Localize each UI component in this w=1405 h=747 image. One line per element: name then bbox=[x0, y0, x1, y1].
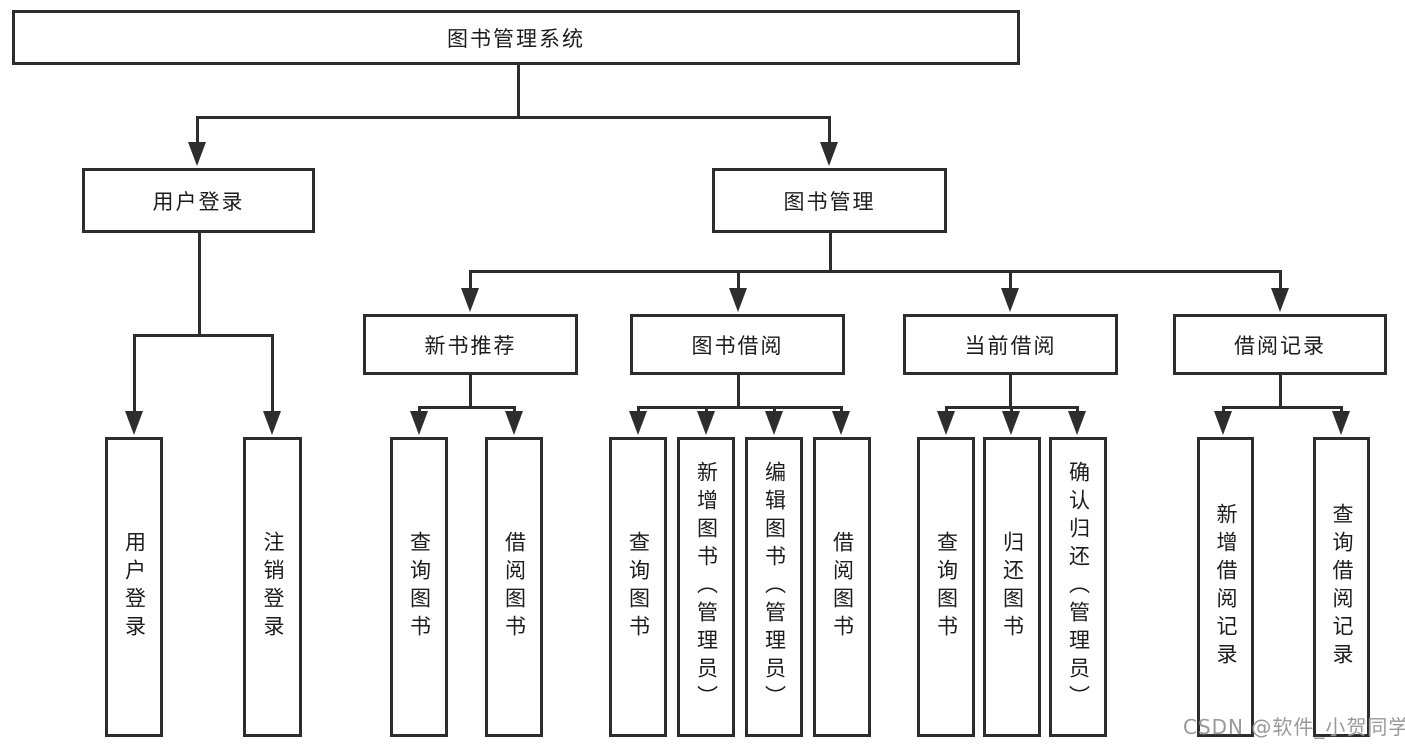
connector-drop-user-login bbox=[196, 116, 199, 146]
connector-section-stub bbox=[1009, 375, 1012, 407]
arrow-down-icon bbox=[1002, 411, 1020, 435]
leaf-return-books: 归还图书 bbox=[983, 437, 1041, 737]
arrow-down-icon bbox=[505, 411, 523, 435]
connector-leaf-stub bbox=[840, 406, 843, 414]
leaf-logout-login: 注销登录 bbox=[243, 437, 302, 737]
connector-root-stub bbox=[517, 65, 520, 116]
csdn-watermark: CSDN @软件_小贺同学 bbox=[1183, 715, 1405, 739]
connector-leaf-stub bbox=[1340, 406, 1343, 414]
leaf-borrow-books-recommend: 借阅图书 bbox=[485, 437, 543, 737]
connector-section-stub bbox=[737, 375, 740, 407]
connector-leaf-stub bbox=[1076, 406, 1079, 414]
arrow-down-icon bbox=[1271, 288, 1289, 312]
arrow-down-icon bbox=[629, 411, 647, 435]
connector-drop-book-borrowing bbox=[737, 270, 740, 292]
arrow-down-icon bbox=[1068, 411, 1086, 435]
connector-login-stub bbox=[198, 233, 201, 334]
leaf-add-borrow-record: 新增借阅记录 bbox=[1197, 437, 1254, 737]
arrow-down-icon bbox=[1332, 411, 1350, 435]
arrow-down-icon bbox=[1001, 288, 1019, 312]
node-borrowing-records: 借阅记录 bbox=[1173, 314, 1387, 375]
connector-section-branch bbox=[418, 406, 516, 409]
connector-drop-new-book bbox=[469, 270, 472, 292]
arrow-down-icon bbox=[410, 411, 428, 435]
connector-management-stub bbox=[829, 233, 832, 273]
leaf-user-login: 用户登录 bbox=[105, 437, 163, 737]
arrow-down-icon bbox=[765, 411, 783, 435]
node-book-borrowing: 图书借阅 bbox=[630, 314, 845, 375]
connector-leaf-stub bbox=[1010, 406, 1013, 414]
arrow-down-icon bbox=[461, 288, 479, 312]
arrow-down-icon bbox=[125, 411, 143, 435]
connector-leaf-stub bbox=[513, 406, 516, 414]
node-book-management: 图书管理 bbox=[712, 168, 947, 233]
connector-section-branch bbox=[637, 406, 843, 409]
connector-root-branch bbox=[196, 116, 831, 119]
connector-section-branch bbox=[1222, 406, 1343, 409]
leaf-confirm-return-admin: 确认归还（管理员） bbox=[1049, 437, 1107, 737]
arrow-down-icon bbox=[729, 288, 747, 312]
connector-drop-leaf-logout bbox=[271, 334, 274, 413]
connector-leaf-stub bbox=[945, 406, 948, 414]
connector-drop-current-borrowing bbox=[1009, 270, 1012, 292]
arrow-down-icon bbox=[1214, 411, 1232, 435]
arrow-down-icon bbox=[697, 411, 715, 435]
leaf-query-borrow-record: 查询借阅记录 bbox=[1313, 437, 1370, 737]
connector-drop-book-management bbox=[828, 116, 831, 146]
connector-drop-leaf-user-login bbox=[133, 334, 136, 413]
leaf-query-books-recommend: 查询图书 bbox=[390, 437, 448, 737]
arrow-down-icon bbox=[937, 411, 955, 435]
connector-login-branch bbox=[133, 334, 274, 337]
connector-leaf-stub bbox=[705, 406, 708, 414]
arrow-down-icon bbox=[832, 411, 850, 435]
arrow-down-icon bbox=[188, 142, 206, 166]
connector-drop-borrowing-records bbox=[1279, 270, 1282, 292]
connector-management-branch bbox=[469, 270, 1282, 273]
node-user-login: 用户登录 bbox=[82, 168, 315, 233]
leaf-add-book-admin: 新增图书（管理员） bbox=[677, 437, 735, 737]
leaf-query-books-current: 查询图书 bbox=[917, 437, 975, 737]
connector-leaf-stub bbox=[418, 406, 421, 414]
leaf-edit-book-admin: 编辑图书（管理员） bbox=[745, 437, 803, 737]
connector-section-stub bbox=[469, 375, 472, 407]
arrow-down-icon bbox=[263, 411, 281, 435]
leaf-query-books-borrowing: 查询图书 bbox=[609, 437, 667, 737]
connector-section-stub bbox=[1279, 375, 1282, 407]
connector-leaf-stub bbox=[773, 406, 776, 414]
node-new-book-recommend: 新书推荐 bbox=[363, 314, 578, 375]
arrow-down-icon bbox=[820, 142, 838, 166]
connector-leaf-stub bbox=[637, 406, 640, 414]
leaf-borrow-books-borrowing: 借阅图书 bbox=[813, 437, 871, 737]
node-current-borrowing: 当前借阅 bbox=[903, 314, 1118, 375]
connector-leaf-stub bbox=[1222, 406, 1225, 414]
node-library-management-system: 图书管理系统 bbox=[12, 10, 1020, 65]
